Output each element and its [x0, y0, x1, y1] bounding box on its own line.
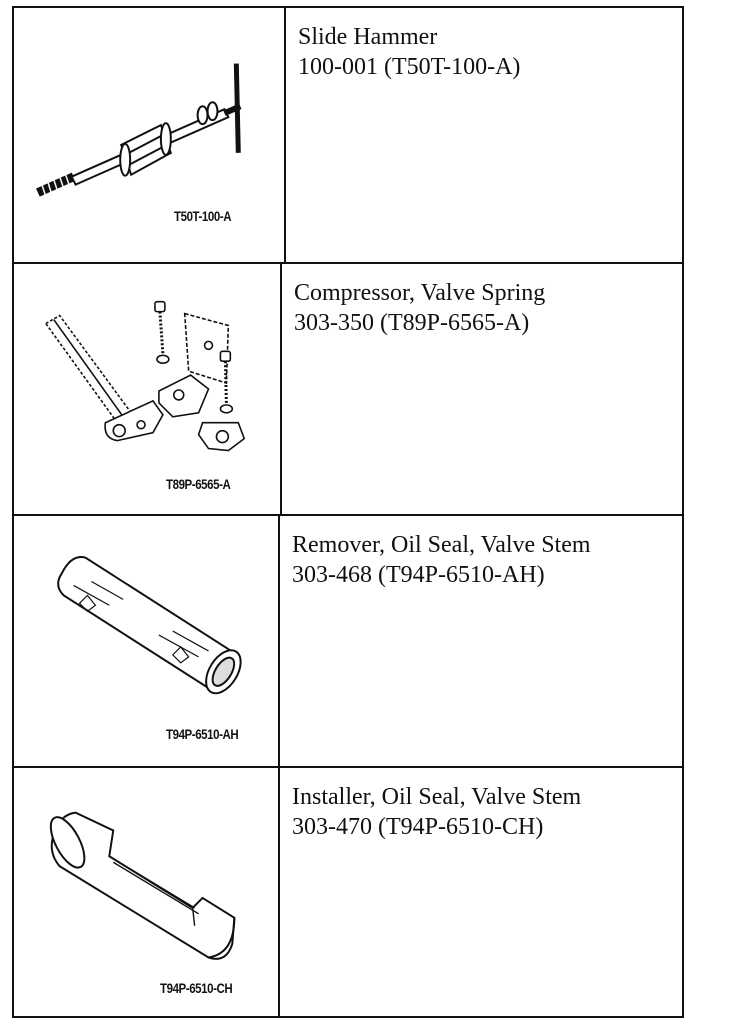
tool-row-oil-seal-installer: T94P-6510-CH Installer, Oil Seal, Valve … [14, 768, 682, 1016]
valve-spring-compressor-icon [44, 300, 246, 452]
tool-illustration-cell: T89P-6565-A [14, 264, 282, 514]
tool-number: 303-350 (T89P-6565-A) [294, 310, 530, 336]
tool-illustration-label: T89P-6565-A [166, 476, 231, 492]
oil-seal-installer-icon [49, 811, 236, 960]
tool-illustration-cell: T50T-100-A [14, 8, 286, 262]
special-tools-table: T50T-100-A Slide Hammer 100-001 (T50T-10… [12, 6, 684, 1018]
tool-name: Remover, Oil Seal, Valve Stem [292, 532, 591, 558]
tool-number: 100-001 (T50T-100-A) [298, 54, 521, 80]
tool-row-valve-spring-compressor: T89P-6565-A Compressor, Valve Spring 303… [14, 264, 682, 516]
tool-illustration-label: T94P-6510-CH [160, 980, 233, 996]
tool-illustration-label: T94P-6510-AH [166, 726, 239, 742]
tool-description-cell: Remover, Oil Seal, Valve Stem 303-468 (T… [280, 516, 682, 766]
tool-name: Compressor, Valve Spring [294, 280, 546, 306]
slide-hammer-icon [36, 63, 242, 197]
tool-row-slide-hammer: T50T-100-A Slide Hammer 100-001 (T50T-10… [14, 8, 682, 264]
tool-name: Slide Hammer [298, 24, 438, 50]
tool-illustration-label: T50T-100-A [174, 208, 232, 224]
tool-row-oil-seal-remover: T94P-6510-AH Remover, Oil Seal, Valve St… [14, 516, 682, 768]
tool-description-cell: Compressor, Valve Spring 303-350 (T89P-6… [282, 264, 682, 514]
tool-description-cell: Installer, Oil Seal, Valve Stem 303-470 … [280, 768, 682, 1016]
tool-description-cell: Slide Hammer 100-001 (T50T-100-A) [286, 8, 682, 262]
tool-illustration-cell: T94P-6510-CH [14, 768, 280, 1016]
tool-name: Installer, Oil Seal, Valve Stem [292, 784, 582, 810]
oil-seal-remover-icon [57, 556, 242, 695]
tool-number: 303-470 (T94P-6510-CH) [292, 814, 544, 840]
tool-number: 303-468 (T94P-6510-AH) [292, 562, 545, 588]
tool-illustration-cell: T94P-6510-AH [14, 516, 280, 766]
